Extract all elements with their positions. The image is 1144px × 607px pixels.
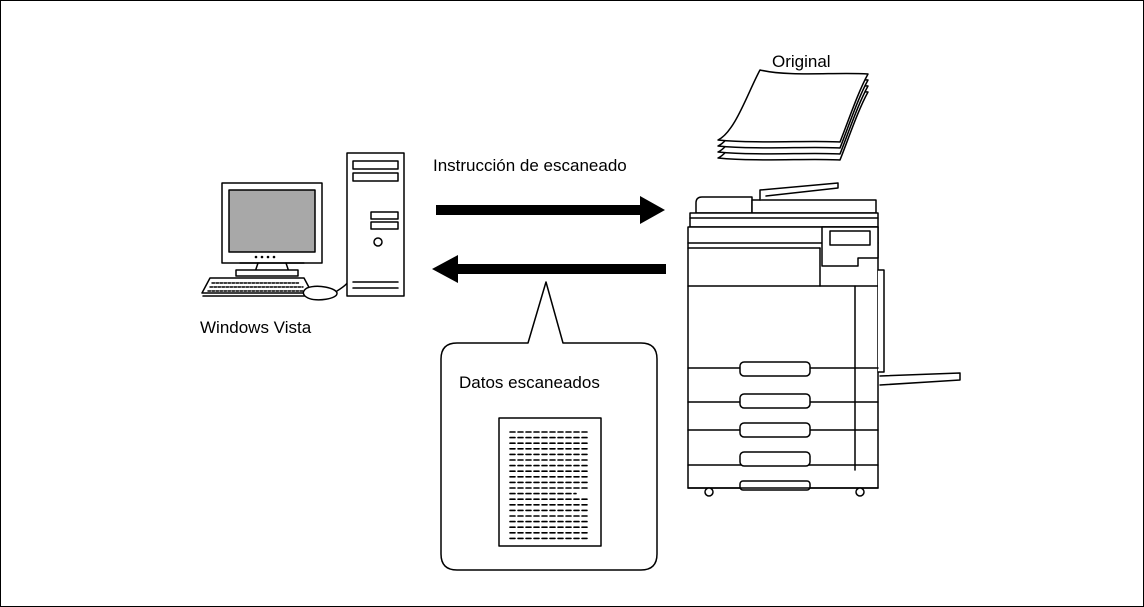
scan-instruction-label: Instrucción de escaneado: [433, 156, 627, 175]
arrow-left-icon: [432, 255, 666, 283]
paper-stack-icon: [717, 69, 869, 161]
mouse-icon: [302, 275, 351, 301]
document-icon: [498, 417, 602, 547]
printer-icon: [687, 182, 961, 497]
tower-icon: [346, 152, 405, 297]
original-label: Original: [772, 52, 831, 71]
arrow-right-icon: [436, 196, 665, 224]
keyboard-icon: [201, 277, 313, 297]
windows-vista-label: Windows Vista: [200, 318, 312, 337]
computer-icon: [221, 182, 323, 277]
scanned-data-label: Datos escaneados: [459, 373, 600, 392]
